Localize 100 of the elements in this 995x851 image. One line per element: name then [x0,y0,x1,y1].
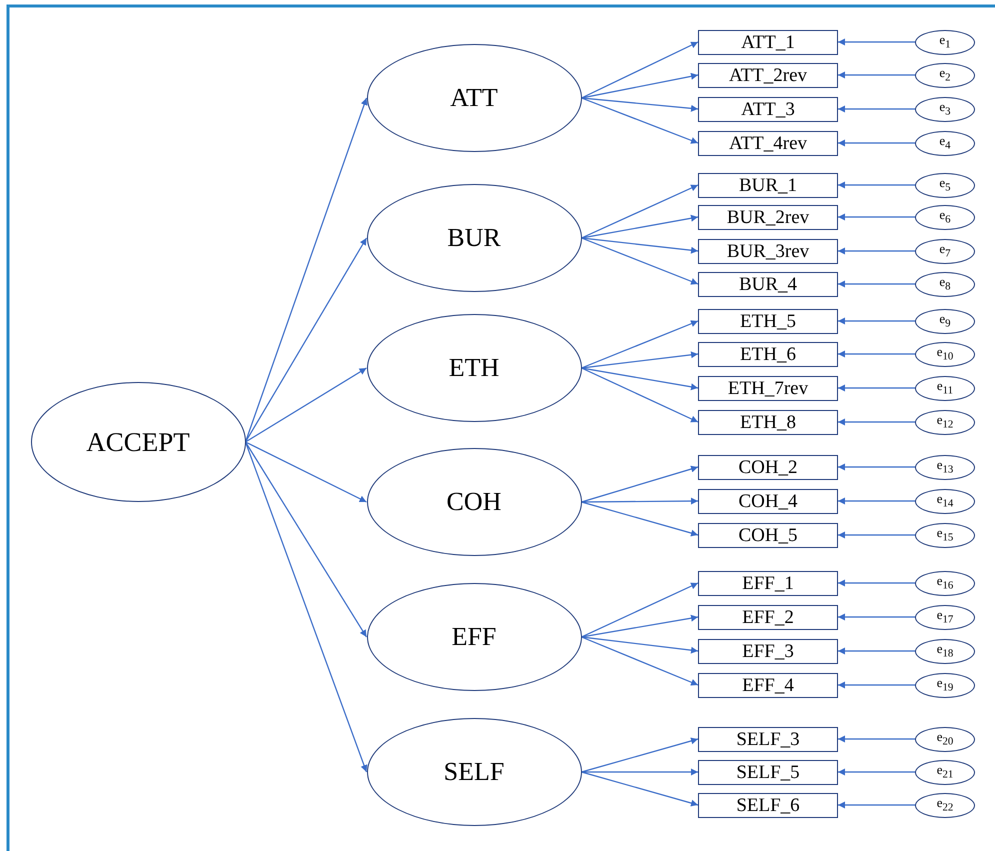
arrow [838,106,915,112]
node-label: e$_{10}$ [936,345,954,363]
node-label: COH_2 [738,458,798,476]
indicator-box [698,570,838,596]
node-label: e$_{1}$ [939,33,951,51]
arrow [581,466,698,503]
arrow [581,237,698,285]
indicator-box [698,760,838,784]
arrow [838,140,915,146]
arrow [581,367,698,390]
indicator-box [698,130,838,156]
node-label: ATT_2rev [728,66,808,84]
indicator-box [698,272,838,296]
arrow [581,214,698,239]
arrow [244,98,368,442]
arrow [838,318,915,324]
arrow [581,351,698,369]
arrow [245,441,367,503]
node-label: ATT_1 [741,32,795,52]
arrow [581,738,698,773]
node-label: ETH_8 [740,412,796,432]
node-label: ACCEPT [86,428,190,456]
indicator-box [698,172,838,198]
arrow [581,582,698,638]
node-label: COH_5 [738,526,798,544]
node-label: e$_{15}$ [936,526,954,544]
node-label: e$_{21}$ [936,763,954,781]
node-label: COH_4 [738,492,798,510]
node-label: e$_{7}$ [939,242,951,260]
arrow [838,248,915,254]
indicator-box [698,792,838,818]
node-label: e$_{8}$ [939,275,951,293]
node-label: e$_{11}$ [936,379,954,397]
arrow [838,418,915,426]
node-label: EFF_4 [742,676,794,694]
indicator-box [698,454,838,480]
arrow [838,38,915,46]
node-label: e$_{6}$ [939,208,951,226]
node-label: EFF_1 [742,574,794,592]
arrow [838,214,915,220]
node-label: e$_{9}$ [939,312,951,330]
arrow [581,97,698,144]
indicator-box [698,342,838,366]
arrow [581,41,698,99]
arrow [581,97,698,112]
arrow [582,498,698,505]
node-label: e$_{13}$ [936,458,954,476]
node-label: BUR_2rev [726,208,810,226]
indicator-box [698,238,838,264]
node-label: EFF_2 [742,608,794,626]
arrow [245,442,367,638]
arrow [581,237,698,254]
node-label: ETH_6 [740,344,796,364]
arrow [838,532,915,538]
node-label: ATT_4rev [728,134,808,152]
node-label: BUR_3rev [726,242,810,260]
arrow [838,350,915,358]
indicator-box [698,376,838,400]
indicator-box [698,488,838,514]
arrow [582,768,698,776]
node-label: e$_{14}$ [936,492,954,510]
node-label: e$_{3}$ [939,100,951,118]
arrow [581,320,698,369]
node-label: ETH [448,355,500,381]
indicator-box [698,410,838,434]
arrow [838,736,915,742]
arrow [581,72,698,99]
node-label: e$_{2}$ [939,66,951,84]
arrow [838,182,915,188]
node-label: BUR [447,225,501,251]
node-label: e$_{4}$ [939,134,951,152]
node-label: e$_{19}$ [936,676,954,694]
indicator-box [698,672,838,698]
node-label: ATT_3 [741,100,795,118]
indicator-box [698,96,838,122]
arrow [581,636,698,654]
node-label: SELF_5 [736,762,800,782]
arrow [581,771,698,806]
arrow [581,501,698,536]
node-label: SELF_3 [736,730,800,748]
arrow [838,464,915,470]
node-label: ETH_7rev [728,378,808,398]
node-label: ATT [450,85,498,111]
indicator-box [698,604,838,630]
arrow [245,367,367,443]
indicator-box [698,638,838,664]
node-label: ETH_5 [740,312,796,330]
node-label: e$_{16}$ [936,574,954,592]
node-label: BUR_4 [738,274,798,294]
arrow [581,614,698,638]
arrow [838,498,915,504]
arrow [838,72,915,78]
arrow [244,238,368,442]
node-label: SELF [444,759,504,785]
arrow [838,280,915,288]
indicator-box [698,204,838,230]
node-label: BUR_1 [738,176,798,194]
indicator-box [698,62,838,88]
node-label: e$_{17}$ [936,608,954,626]
node-label: e$_{5}$ [939,176,951,194]
